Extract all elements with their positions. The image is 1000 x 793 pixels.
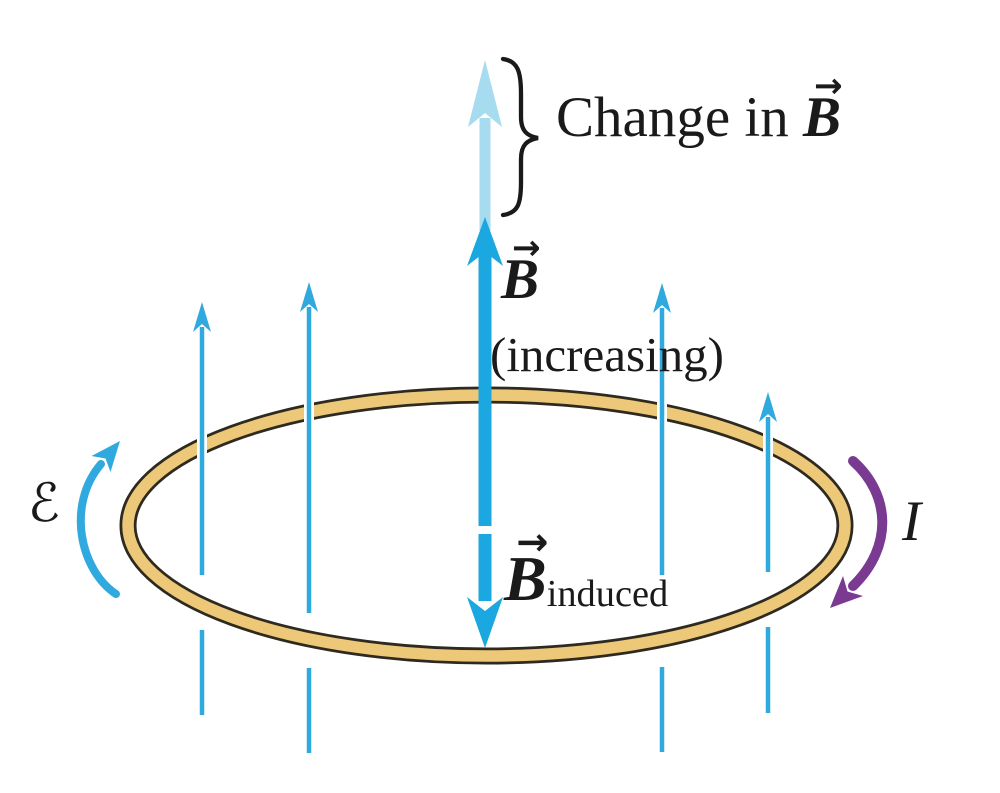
b-vector-symbol: →B [802, 69, 843, 150]
field-lines-lower [199, 627, 771, 753]
field-arrowhead-icon [300, 282, 318, 312]
change-in-b-arrow [468, 60, 502, 231]
current-direction-arrow [830, 456, 888, 608]
current-arrowhead-icon [830, 576, 863, 608]
vector-arrow-accent: → [813, 65, 843, 106]
induced-subscript-text: induced [546, 573, 669, 616]
b-arrowhead-icon [467, 217, 503, 266]
emf-direction-arrow [76, 441, 120, 598]
b-symbol-text: B [504, 543, 547, 614]
induced-b-arrow [467, 534, 503, 648]
emf-arrowhead-icon [91, 441, 120, 472]
b-symbol-text: B [802, 86, 841, 149]
change-in-b-label: Change in →B [556, 69, 843, 150]
emf-arrow-curve [76, 460, 120, 598]
field-arrowhead-icon [193, 302, 211, 332]
b-vector-symbol: →B [504, 523, 549, 615]
b-vector-symbol: →B [501, 231, 541, 312]
b-induced-label: →Binduced [504, 523, 669, 616]
increasing-note: (increasing) [490, 327, 724, 382]
current-symbol: I [902, 490, 921, 553]
vector-arrow-accent: → [511, 227, 541, 268]
field-arrowhead-icon [759, 392, 777, 422]
b-field-arrow [467, 217, 503, 526]
field-line-arrowheads [193, 282, 777, 422]
emf-symbol: ℰ [28, 473, 61, 534]
field-lines-upper [199, 307, 771, 613]
induced-arrowhead-icon [467, 597, 503, 648]
b-symbol-text: B [501, 248, 540, 311]
change-prefix-text: Change in [556, 86, 803, 149]
change-arrowhead-icon [468, 60, 502, 127]
field-arrowhead-icon [653, 283, 671, 313]
brace-icon [500, 56, 539, 218]
current-arrow-curve [848, 456, 888, 591]
vector-arrow-accent: → [516, 519, 549, 565]
b-field-label: →B [501, 231, 541, 312]
